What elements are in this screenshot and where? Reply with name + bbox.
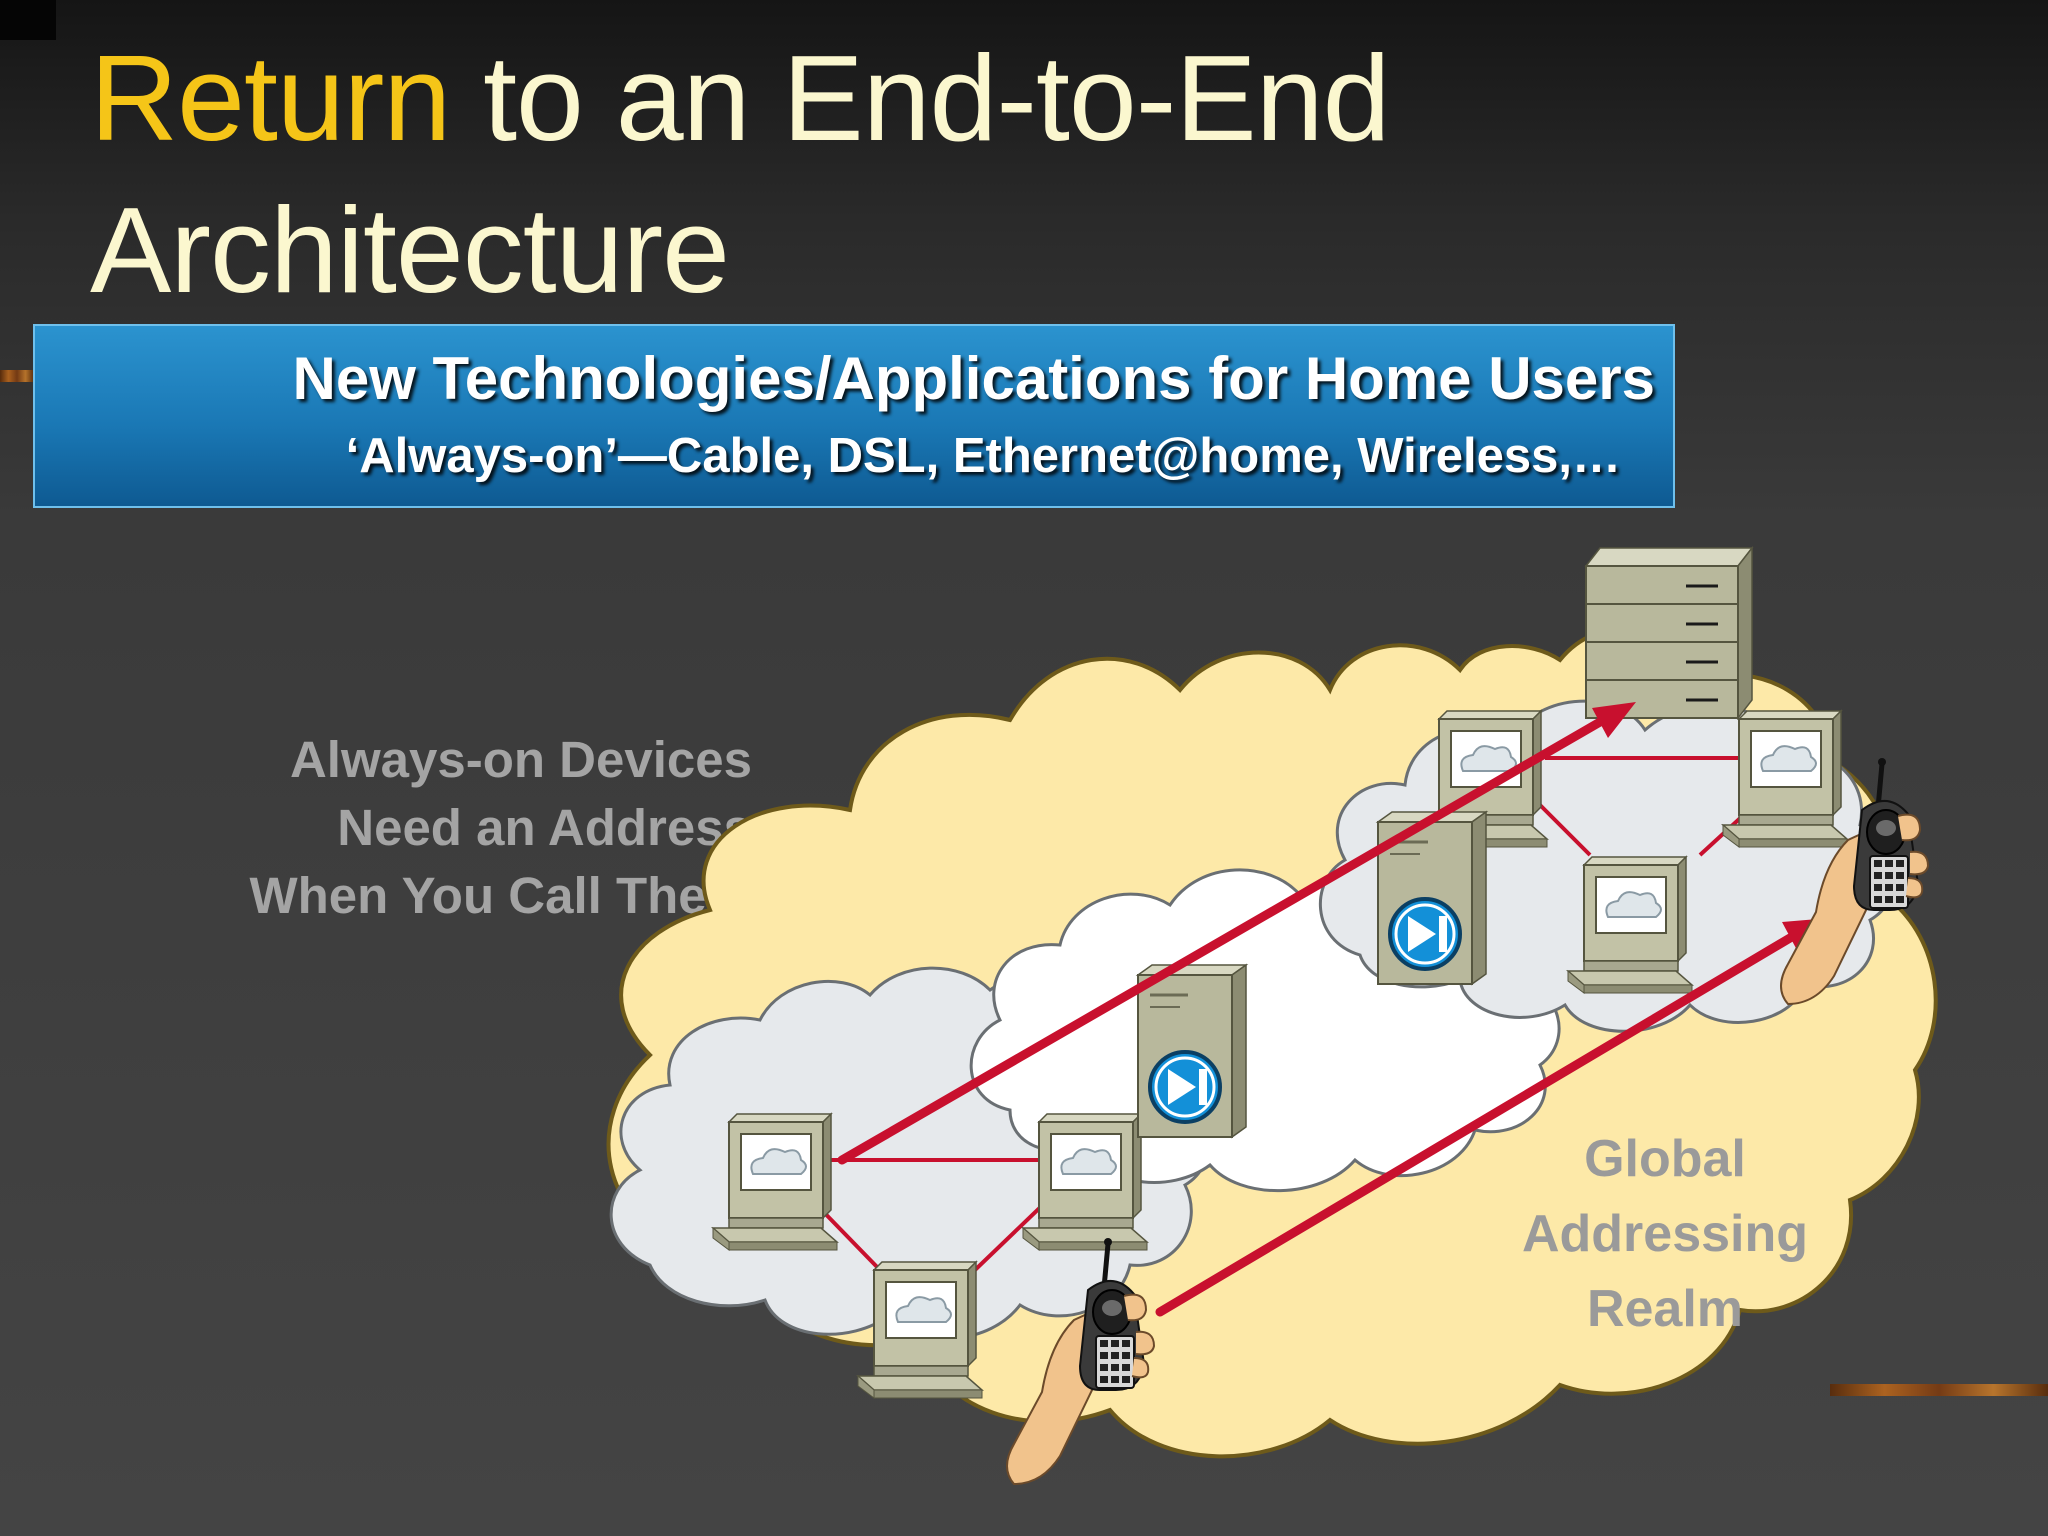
accent-stripe-right — [1830, 1384, 2048, 1396]
arrow-pc-to-server — [837, 702, 1636, 1165]
link-right-pc-a-to-c — [1533, 798, 1592, 857]
side-note-line: Always-on Devices — [289, 731, 752, 788]
pc-icon — [1567, 856, 1693, 994]
technology-banner: New Technologies/Applications for Home U… — [33, 324, 1675, 508]
server-icon — [1584, 545, 1754, 721]
title-rest: to an End-to-End — [450, 30, 1390, 166]
pc-icon — [1722, 710, 1848, 848]
pc-icon — [1022, 1113, 1148, 1251]
title-highlight: Return — [90, 30, 451, 166]
side-note: Always-on Devices Need an Address When Y… — [250, 726, 752, 930]
pc-icon — [712, 1113, 838, 1251]
global-addressing-realm-label: Global Addressing Realm — [1470, 1122, 1860, 1347]
firewall-icon — [1136, 963, 1248, 1139]
accent-stripe-left — [0, 370, 34, 382]
corner-mark — [0, 0, 56, 40]
link-left-pc-b-to-c — [973, 1196, 1052, 1272]
realm-label-line: Global — [1584, 1130, 1746, 1188]
side-note-line: When You Call Them — [249, 867, 752, 924]
pc-icon — [857, 1261, 983, 1399]
title-line2: Architecture — [90, 182, 730, 318]
banner-headline: New Technologies/Applications for Home U… — [292, 345, 1655, 412]
realm-label-line: Realm — [1586, 1280, 1744, 1338]
banner-subline: ‘Always-on’—Cable, DSL, Ethernet@home, W… — [345, 429, 1621, 483]
realm-label-line: Addressing — [1521, 1205, 1809, 1263]
side-note-line: Need an Address — [337, 799, 752, 856]
